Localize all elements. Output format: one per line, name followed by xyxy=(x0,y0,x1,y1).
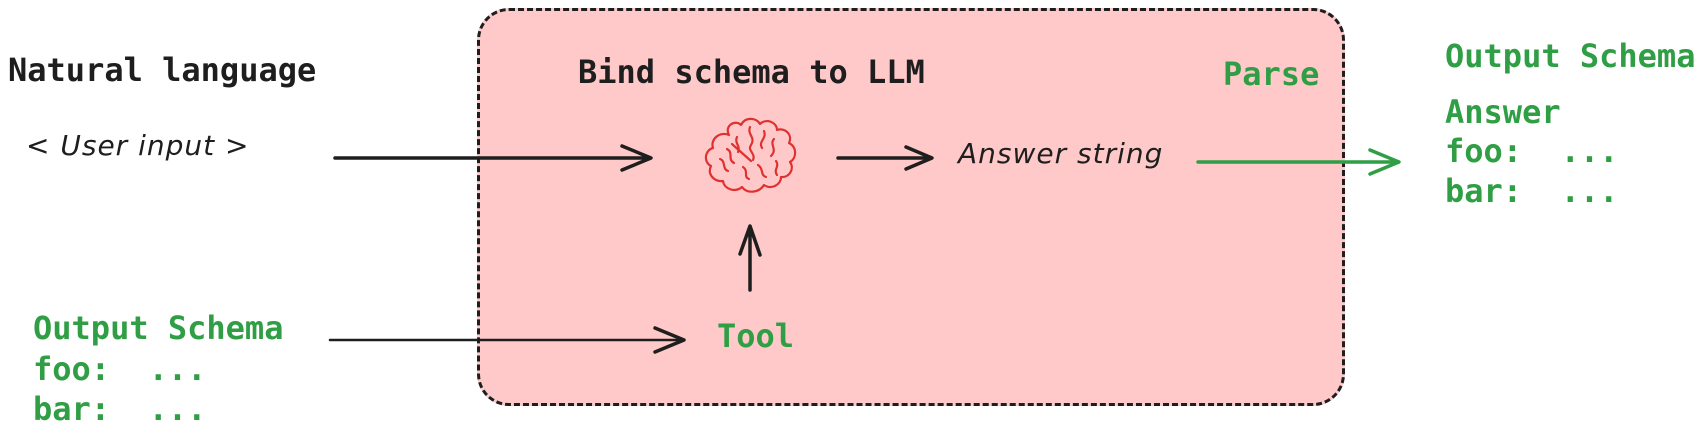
input-schema-title: Output Schema xyxy=(33,309,284,347)
parse-label: Parse xyxy=(1223,55,1320,93)
input-schema-field-foo: foo: ... xyxy=(33,350,207,388)
output-schema-title: Output Schema xyxy=(1445,37,1696,75)
input-schema-field-bar: bar: ... xyxy=(33,390,207,428)
natural-language-label: Natural language xyxy=(8,51,317,89)
output-schema-answer: Answer xyxy=(1445,93,1561,131)
bind-schema-title: Bind schema to LLM xyxy=(578,53,925,91)
answer-string-label: Answer string xyxy=(958,137,1164,170)
user-input-label: < User input > xyxy=(26,129,250,162)
brain-icon xyxy=(704,117,797,193)
output-schema-field-foo: foo: ... xyxy=(1445,132,1619,170)
tool-label: Tool xyxy=(717,317,795,355)
output-schema-field-bar: bar: ... xyxy=(1445,172,1619,210)
